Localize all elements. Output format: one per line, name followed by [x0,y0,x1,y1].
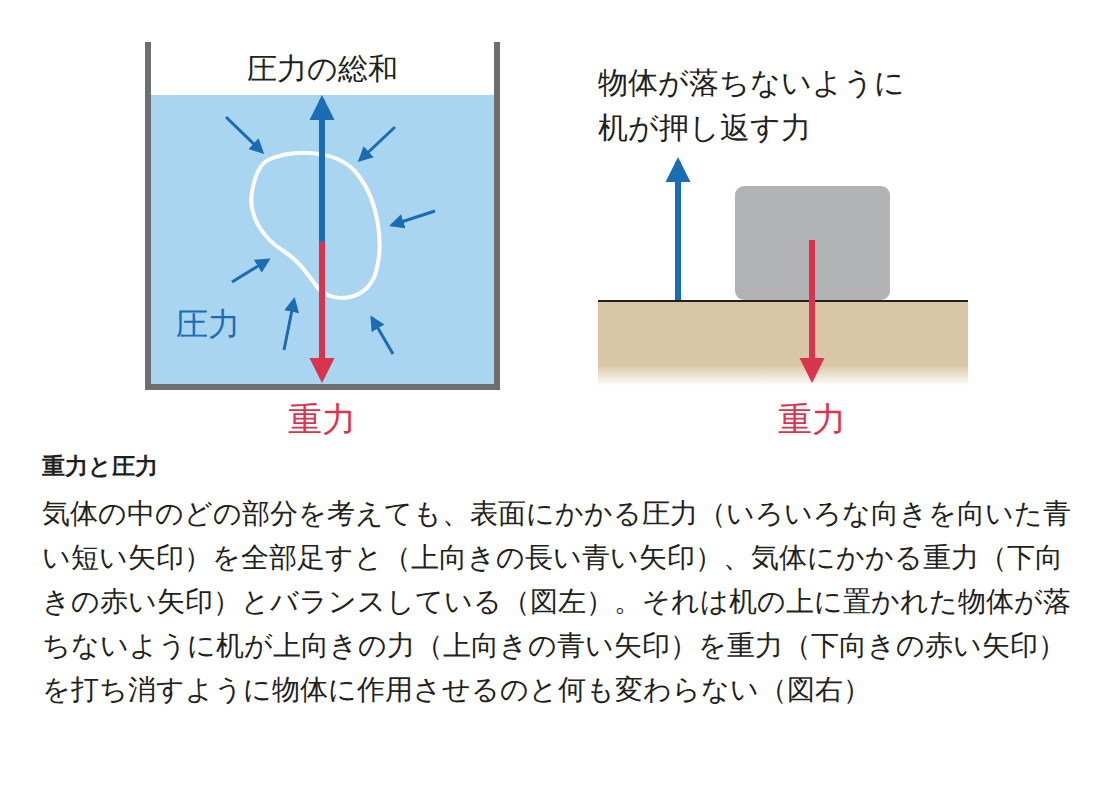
total-pressure-arrow [319,100,325,242]
pressure-arrows [226,117,435,354]
caption-title: 重力と圧力 [42,452,158,481]
fluid [148,95,497,385]
gravity-arrow [809,240,815,378]
caption-body: 気体の中のどの部分を考えても、表面にかかる圧力（いろいろな向きを向いた青い短い矢… [42,492,1078,712]
gravity-label: 重力 [288,398,356,441]
normal-force-label: 物体が落ちないように 机が押し返す力 [598,60,928,150]
total-pressure-label: 圧力の総和 [243,50,402,88]
gas-region [251,153,379,298]
pressure-label: 圧力 [176,304,240,344]
desk-surface [598,300,968,302]
normal-force-arrow [675,162,681,300]
gravity-label: 重力 [778,398,846,441]
gravity-arrow [319,242,325,378]
beaker [148,42,497,387]
desk [598,301,968,386]
